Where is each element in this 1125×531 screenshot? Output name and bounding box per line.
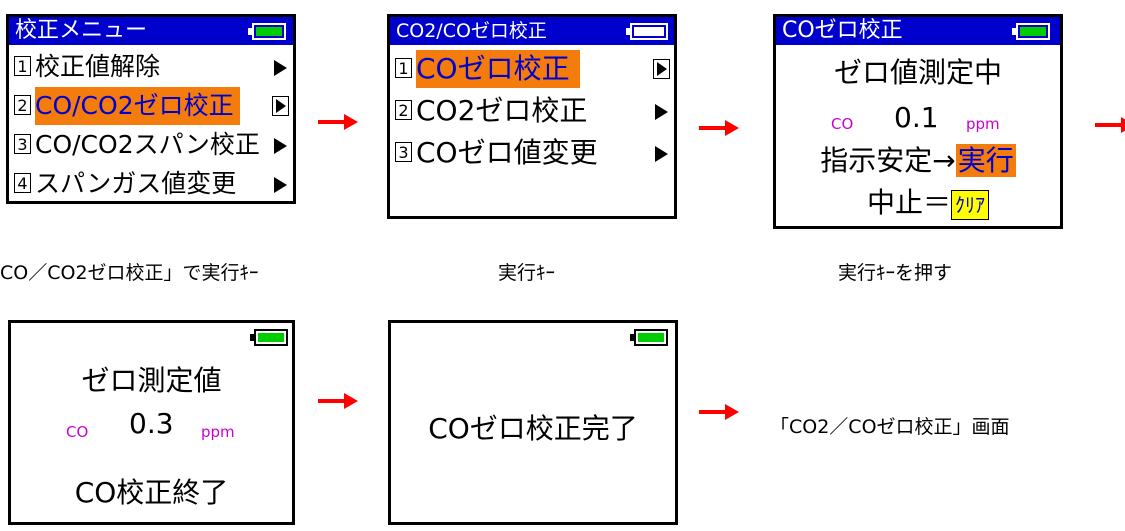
menu-item-3[interactable]: 3 COゼロ値変更 bbox=[390, 134, 674, 172]
menu-number: 1 bbox=[14, 56, 31, 76]
menu-item-2[interactable]: 2 CO/CO2ゼロ校正 bbox=[9, 87, 293, 125]
arrow-right-icon bbox=[272, 96, 289, 116]
flow-arrow-icon bbox=[699, 404, 739, 420]
battery-icon bbox=[1012, 23, 1050, 40]
menu-number: 4 bbox=[14, 173, 31, 193]
caption-step-2: 実行ｷｰ bbox=[498, 262, 556, 284]
menu-number: 2 bbox=[14, 95, 31, 115]
screen-calibration-menu: 校正メニュー 1 校正値解除 2 CO/CO2ゼロ校正 3 CO/CO2スパン校… bbox=[6, 14, 296, 204]
battery-icon bbox=[250, 329, 288, 346]
flow-arrow-icon bbox=[318, 393, 358, 409]
screen-title: 校正メニュー bbox=[15, 18, 148, 43]
menu-item-3[interactable]: 3 CO/CO2スパン校正 bbox=[9, 126, 293, 164]
menu-item-label: CO/CO2スパン校正 bbox=[35, 130, 260, 159]
menu-number: 2 bbox=[395, 100, 412, 120]
battery-icon bbox=[248, 23, 286, 40]
menu-number: 1 bbox=[395, 58, 412, 78]
title-bar: COゼロ校正 bbox=[776, 17, 1060, 45]
clear-key[interactable]: ｸﾘｱ bbox=[951, 190, 989, 220]
title-bar: CO2/COゼロ校正 bbox=[390, 17, 674, 45]
menu-item-1[interactable]: 1 校正値解除 bbox=[9, 48, 293, 86]
screen-title: COゼロ校正 bbox=[782, 18, 903, 43]
gas-label: CO bbox=[66, 423, 89, 441]
measured-value: 0.3 bbox=[129, 407, 174, 440]
screen-zero-calibration-complete: COゼロ校正完了 bbox=[388, 320, 678, 525]
gas-label: CO bbox=[831, 115, 854, 133]
menu-number: 3 bbox=[14, 134, 31, 154]
measured-value: 0.1 bbox=[894, 101, 939, 134]
measuring-status: ゼロ値測定中 bbox=[833, 56, 1002, 89]
screen-zero-measurement-result: ゼロ測定値 CO 0.3 ppm CO校正終了 bbox=[8, 320, 295, 525]
calibration-finished: CO校正終了 bbox=[74, 476, 229, 509]
menu-item-label: COゼロ値変更 bbox=[416, 136, 598, 169]
menu-item-label-selected: COゼロ校正 bbox=[416, 50, 580, 88]
flow-arrow-icon bbox=[318, 114, 358, 130]
completion-message: COゼロ校正完了 bbox=[428, 412, 638, 445]
caption-step-3: 実行ｷｰを押す bbox=[838, 262, 953, 284]
result-heading: ゼロ測定値 bbox=[81, 364, 222, 397]
menu-item-2[interactable]: 2 CO2ゼロ校正 bbox=[390, 92, 674, 130]
menu-item-4[interactable]: 4 スパンガス値変更 bbox=[9, 165, 293, 201]
menu-item-1[interactable]: 1 COゼロ校正 bbox=[390, 50, 674, 88]
screen-co-zero-calibration: COゼロ校正 ゼロ値測定中 CO 0.1 ppm 指示安定→実行 中止＝ｸﾘｱ bbox=[773, 14, 1063, 229]
title-bar: 校正メニュー bbox=[9, 17, 293, 45]
screen-co2-co-zero-calibration: CO2/COゼロ校正 1 COゼロ校正 2 CO2ゼロ校正 3 COゼロ値変更 bbox=[387, 14, 677, 219]
menu-item-label: CO2ゼロ校正 bbox=[416, 94, 588, 127]
arrow-right-icon bbox=[274, 60, 287, 76]
flow-arrow-icon bbox=[1095, 117, 1125, 133]
unit-label: ppm bbox=[966, 115, 1000, 133]
caption-step-1: CO／CO2ゼロ校正」で実行ｷｰ bbox=[0, 262, 259, 284]
confirm-line: 指示安定→実行 bbox=[776, 139, 1060, 179]
menu-item-label: 校正値解除 bbox=[35, 52, 161, 81]
execute-key[interactable]: 実行 bbox=[955, 144, 1016, 177]
menu-item-label: スパンガス値変更 bbox=[35, 169, 237, 198]
cancel-line: 中止＝ｸﾘｱ bbox=[776, 181, 1060, 221]
menu-number: 3 bbox=[395, 142, 412, 162]
confirm-prefix: 指示安定→ bbox=[820, 144, 956, 177]
arrow-right-icon bbox=[655, 146, 668, 162]
arrow-right-icon bbox=[653, 59, 670, 79]
unit-label: ppm bbox=[201, 423, 235, 441]
arrow-right-icon bbox=[274, 138, 287, 154]
arrow-right-icon bbox=[274, 177, 287, 193]
menu-item-label-selected: CO/CO2ゼロ校正 bbox=[35, 87, 240, 125]
caption-return-screen: 「CO2／COゼロ校正」画面 bbox=[770, 416, 1010, 438]
screen-title: CO2/COゼロ校正 bbox=[396, 20, 547, 42]
battery-icon bbox=[626, 23, 668, 40]
flow-arrow-icon bbox=[699, 120, 739, 136]
cancel-prefix: 中止＝ bbox=[866, 186, 951, 219]
battery-icon bbox=[630, 329, 668, 346]
arrow-right-icon bbox=[655, 104, 668, 120]
